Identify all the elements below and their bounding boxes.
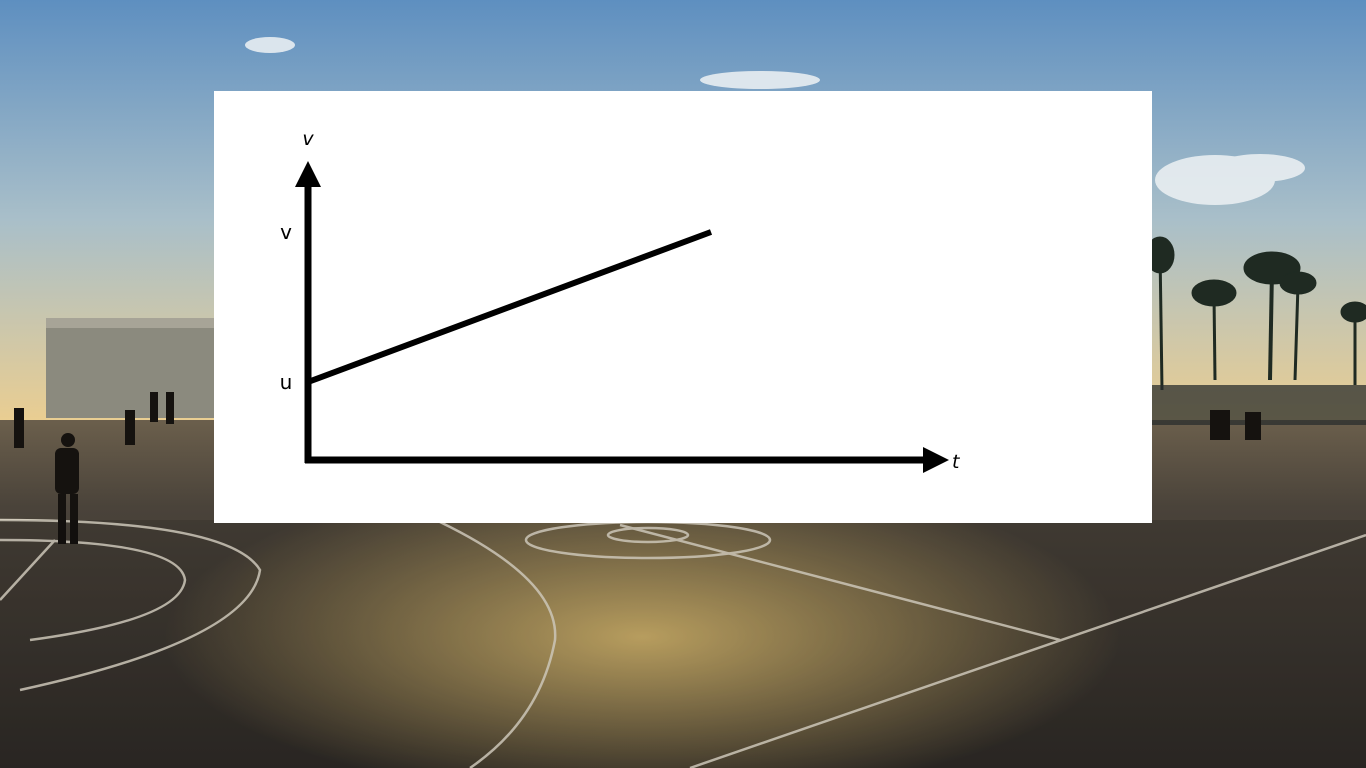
x-axis-arrowhead xyxy=(923,447,949,473)
y-tick-label-u: u xyxy=(280,370,293,394)
series-line-0 xyxy=(306,229,713,385)
x-axis-label: t xyxy=(952,451,961,473)
tick-layer: uv xyxy=(280,220,293,394)
palm-trees xyxy=(1145,236,1366,391)
court-lines xyxy=(0,518,1366,768)
players xyxy=(14,392,1261,544)
y-axis-arrowhead xyxy=(295,161,321,187)
velocity-time-chart: uv v t xyxy=(280,128,961,473)
shadow-bands xyxy=(0,520,1366,768)
series-layer xyxy=(306,229,713,385)
cloud xyxy=(245,37,1305,205)
building xyxy=(46,318,216,418)
y-tick-label-v: v xyxy=(280,220,292,244)
y-axis-label: v xyxy=(302,128,314,150)
